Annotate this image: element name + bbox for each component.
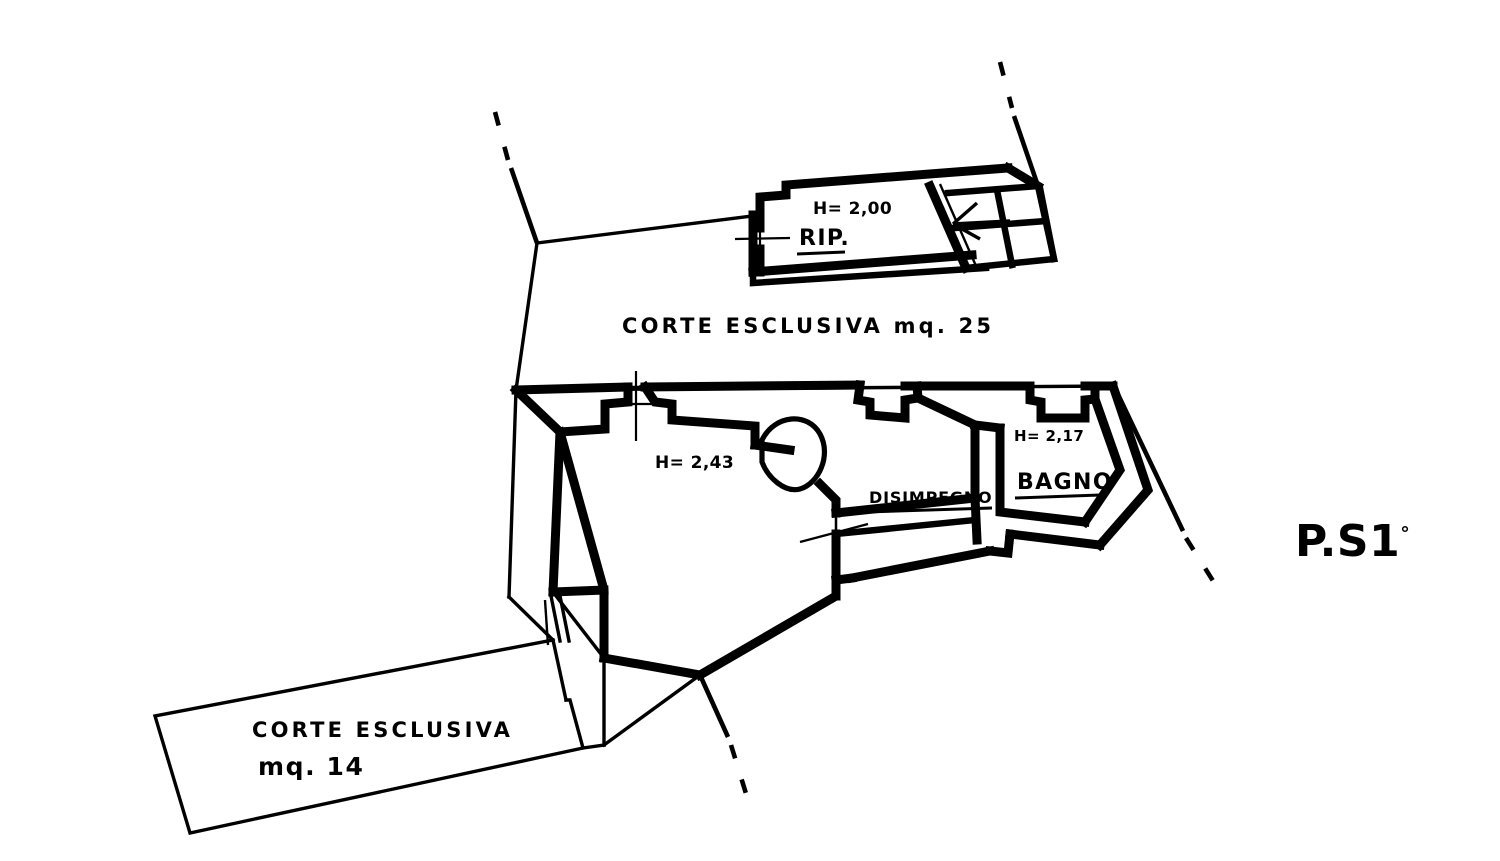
room-bagno	[995, 381, 1125, 529]
room-main	[548, 380, 841, 681]
room-label-underline-ripostiglio	[796, 250, 846, 256]
height-label-ripostiglio: H= 2,00	[813, 199, 892, 219]
window-axis-main-north	[610, 371, 666, 441]
boundary-northwest	[492, 111, 540, 244]
courtyard-south-outline	[152, 637, 703, 835]
height-label-main-room: H= 2,43	[655, 453, 734, 473]
stair-direction-arrow-icon	[951, 201, 1011, 241]
room-label-ripostiglio: RIP.	[799, 226, 850, 251]
apartment-outer-walls	[506, 380, 1154, 682]
boundary-west-line	[514, 241, 539, 392]
door-axis-marker-rip	[734, 228, 791, 249]
window-southwest	[543, 593, 572, 646]
room-ripostiglio	[734, 161, 1045, 287]
area-label-courtyard-north: CORTE ESCLUSIVA mq. 25	[622, 314, 994, 338]
height-label-bagno: H= 2,17	[1014, 427, 1084, 445]
room-label-underline-disimpegno	[865, 506, 993, 514]
boundary-northeast	[997, 61, 1041, 187]
room-label-bagno: BAGNO	[1017, 470, 1113, 495]
area-label-courtyard-south-line1: CORTE ESCLUSIVA	[252, 718, 513, 742]
room-label-underline-bagno	[1014, 493, 1101, 500]
staircase	[944, 182, 1058, 272]
boundary-south	[697, 674, 751, 801]
room-label-disimpegno: DISIMPEGNO	[869, 488, 992, 507]
area-label-courtyard-south-line2: mq. 14	[258, 752, 365, 781]
door-swing-main	[759, 416, 827, 493]
floor-level-label: P.S1°	[1295, 516, 1410, 567]
